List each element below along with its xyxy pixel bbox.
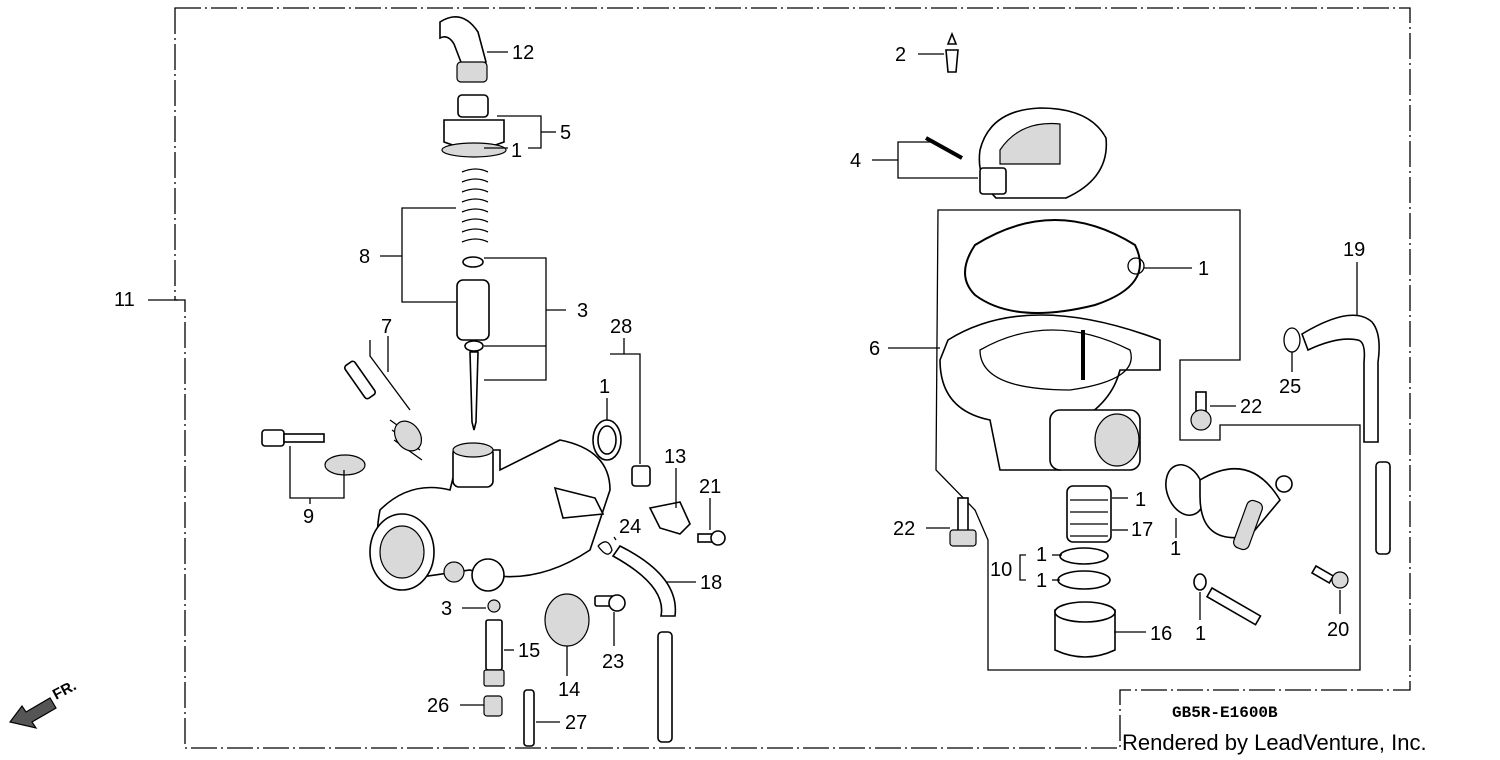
callout-3: 3 [441,598,452,620]
callout-21: 21 [699,476,721,498]
callout-1: 1 [1036,544,1047,566]
callout-27: 27 [565,712,587,734]
callout-1: 1 [511,140,522,162]
render-credit: Rendered by LeadVenture, Inc. [1122,730,1427,755]
callout-19: 19 [1343,239,1365,261]
callout-3: 3 [577,300,588,322]
callout-24: 24 [619,516,641,538]
callout-9: 9 [303,506,314,528]
callout-12: 12 [512,42,534,64]
arrow-front-icon [8,697,57,729]
callout-8: 8 [359,246,370,268]
callout-1: 1 [1135,489,1146,511]
callout-1: 1 [1195,623,1206,645]
carburetor-left-assembly [261,16,726,747]
callout-22: 22 [893,518,915,540]
diagram-frame [148,7,1411,749]
callout-16: 16 [1150,623,1172,645]
front-direction-marker: FR. [8,677,79,729]
callout-22: 22 [1240,396,1262,418]
callout-26: 26 [427,695,449,717]
callout-23: 23 [602,651,624,673]
callout-1: 1 [1198,258,1209,280]
callout-1: 1 [1170,538,1181,560]
callout-4: 4 [850,150,861,172]
callout-13: 13 [664,446,686,468]
diagram-code: GB5R-E1600B [1172,704,1278,722]
float-chamber-right-assembly [925,31,1391,671]
leader-lines [289,51,1358,723]
callout-25: 25 [1279,376,1301,398]
callout-28: 28 [610,316,632,338]
callout-labels: 12 5 1 8 3 7 11 9 28 1 13 21 24 18 3 15 … [114,42,1365,734]
callout-2: 2 [895,44,906,66]
callout-7: 7 [381,316,392,338]
callout-14: 14 [558,679,580,701]
callout-5: 5 [560,122,571,144]
callout-11: 11 [114,289,135,311]
callout-1: 1 [599,376,610,398]
callout-1: 1 [1036,570,1047,592]
callout-10: 10 [990,559,1012,581]
callout-15: 15 [518,640,540,662]
callout-20: 20 [1327,619,1349,641]
callout-6: 6 [869,338,880,360]
front-label: FR. [50,677,79,703]
callout-18: 18 [700,572,722,594]
callout-17: 17 [1131,519,1153,541]
